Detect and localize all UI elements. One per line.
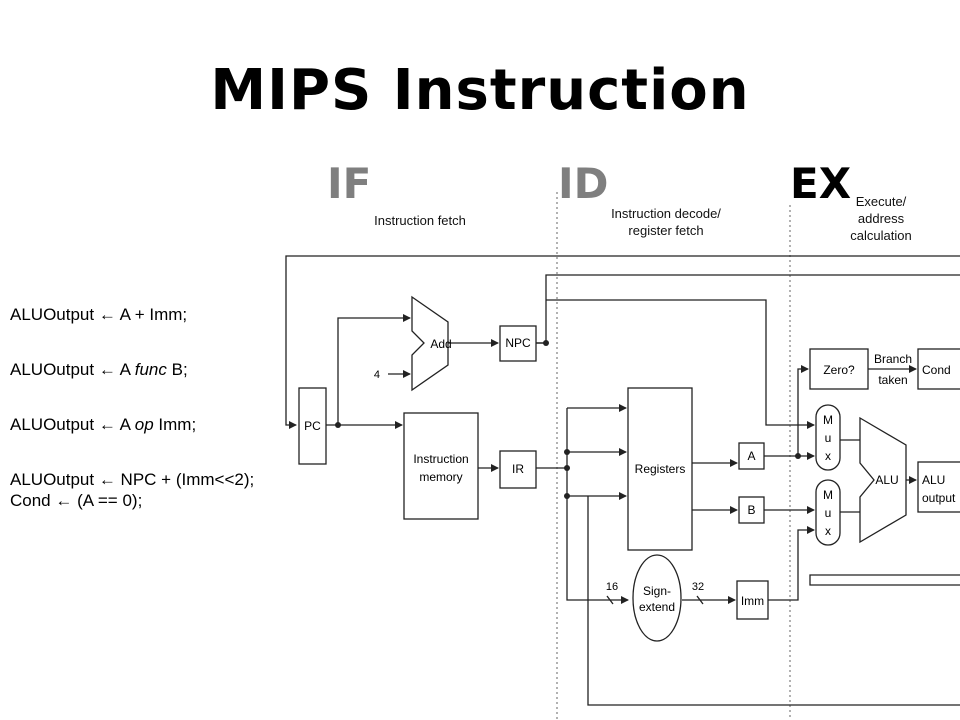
sign-extend-unit: Sign- extend [632,554,682,642]
alu-label: ALU [875,473,898,487]
mux-lower-label-x: x [825,524,831,538]
sign-extend-label-line2: extend [639,600,675,614]
mux-upper: M u x [815,404,841,471]
cond-register: Cond [917,348,960,390]
constant-four: 4 [374,369,380,381]
pc-register: PC [298,387,327,465]
slide-title: MIPS Instruction [210,58,750,123]
registers-label: Registers [635,462,686,476]
mux-lower: M u x [815,479,841,546]
sign-extend-label-line1: Sign- [643,584,671,598]
instruction-memory-label-line1: Instruction [413,452,468,466]
stage-label-if: IF [327,159,372,208]
ir-register: IR [499,450,537,489]
code-line-branch-target: ALUOutput ← NPC + (Imm<<2); [10,470,255,489]
a-register: A [738,442,765,470]
stage-label-id: ID [558,159,609,208]
zero-test-unit: Zero? [809,348,869,390]
mux-lower-label-m: M [823,488,833,502]
ir-label: IR [512,462,524,476]
cond-label: Cond [922,363,951,377]
b-label: B [747,503,755,517]
datapath-wires [285,255,960,706]
code-line-memory-reference: ALUOutput ← A + Imm; [10,305,188,324]
imm-register: Imm [736,580,769,620]
mux-upper-label-x: x [825,449,831,463]
zero-label: Zero? [823,363,855,377]
bus-width-16: 16 [606,581,618,593]
phase-label-instruction-decode: Instruction decode/register fetch [611,206,721,238]
phase-label-instruction-fetch: Instruction fetch [374,213,466,228]
stage-divider-lines [556,192,791,720]
add-unit: Add [411,295,452,392]
instruction-memory: Instruction memory [403,412,479,520]
imm-label: Imm [741,594,764,608]
a-label: A [747,449,755,463]
stage-label-ex: EX [790,159,852,208]
branch-taken-label-line2: taken [878,373,907,387]
code-line-register-immediate: ALUOutput ← A op Imm; [10,415,197,434]
mux-lower-label-u: u [825,506,832,520]
code-line-register-register: ALUOutput ← A func B; [10,360,188,379]
mux-upper-label-u: u [825,431,832,445]
npc-register: NPC [499,325,537,362]
add-label: Add [430,337,451,351]
alu-output-register: ALU output [917,461,960,513]
alu-operations-code: ALUOutput ← A + Imm; ALUOutput ← A func … [10,304,254,511]
alu-output-label-line1: ALU [922,473,945,487]
bus-width-32: 32 [692,581,704,593]
npc-label: NPC [505,336,531,350]
instruction-memory-label-line2: memory [419,470,462,484]
mux-upper-label-m: M [823,413,833,427]
register-file: Registers [627,387,693,551]
junction-dots [335,340,801,499]
alu-output-label-line2: output [922,491,956,505]
pc-label: PC [304,419,321,433]
code-line-branch-condition: Cond ← (A == 0); [10,491,143,510]
alu-unit: ALU [859,416,907,544]
b-register: B [738,496,765,524]
branch-taken-label-line1: Branch [874,352,912,366]
